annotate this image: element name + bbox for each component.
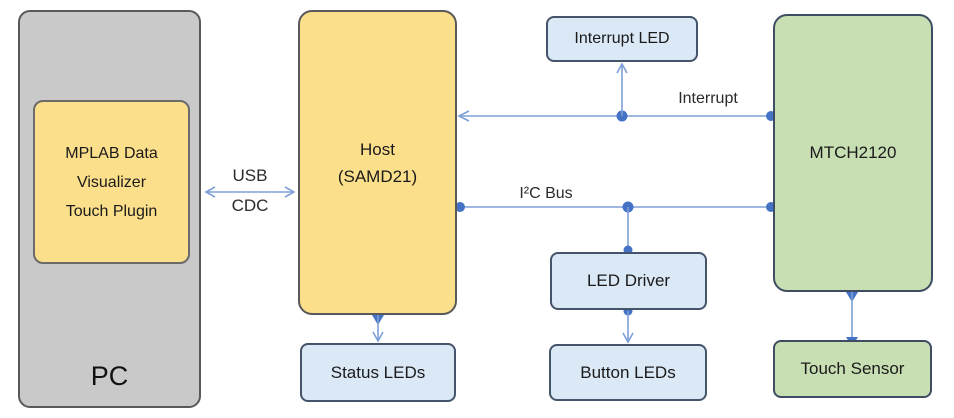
mtch2120-node: MTCH2120 xyxy=(773,14,933,292)
arrowhead-down-icon xyxy=(372,331,384,343)
status-leds-node: Status LEDs xyxy=(300,343,456,402)
i2c-bus-label: I²C Bus xyxy=(519,185,573,202)
touch-sensor-node: Touch Sensor xyxy=(773,340,932,398)
solid-arrow-down-icon xyxy=(372,315,384,325)
button-leds-node: Button LEDs xyxy=(549,344,707,401)
host-label-line: Host xyxy=(360,139,395,159)
mtch2120-label: MTCH2120 xyxy=(809,143,897,162)
led-driver-button-connector xyxy=(622,306,634,344)
i2c-connector xyxy=(455,201,776,255)
host-label-line: (SAMD21) xyxy=(337,166,418,186)
arrowhead-left-icon xyxy=(457,110,470,122)
led-driver-node: LED Driver xyxy=(550,252,707,310)
plugin-label-line: Touch Plugin xyxy=(65,202,158,220)
status-leds-label: Status LEDs xyxy=(330,362,426,382)
pc-label: PC xyxy=(90,361,129,391)
host-status-connector xyxy=(372,315,384,343)
arrowhead-left-icon xyxy=(204,186,216,198)
usb-cdc-label-top: USB xyxy=(232,166,268,185)
led-driver-label: LED Driver xyxy=(586,271,671,290)
plugin-label-line: MPLAB Data xyxy=(65,144,158,162)
junction-dot xyxy=(622,201,634,213)
arrowhead-right-icon xyxy=(284,186,296,198)
usb-cdc-label-bottom: CDC xyxy=(231,196,269,215)
arrowhead-up-icon xyxy=(616,62,628,74)
solid-arrow-down-icon xyxy=(846,292,858,302)
plugin-label-line: Visualizer xyxy=(76,173,147,191)
interrupt-label: Interrupt xyxy=(678,90,738,107)
host-node: Host (SAMD21) xyxy=(298,10,457,315)
arrowhead-down-icon xyxy=(622,332,634,344)
touch-sensor-label: Touch Sensor xyxy=(800,359,905,378)
interrupt-led-label: Interrupt LED xyxy=(574,30,670,47)
button-leds-label: Button LEDs xyxy=(580,362,676,382)
junction-dot xyxy=(616,110,628,122)
mplab-plugin-node: MPLAB Data Visualizer Touch Plugin xyxy=(33,100,190,264)
mtch-touch-connector xyxy=(846,292,858,347)
interrupt-led-node: Interrupt LED xyxy=(546,16,698,62)
